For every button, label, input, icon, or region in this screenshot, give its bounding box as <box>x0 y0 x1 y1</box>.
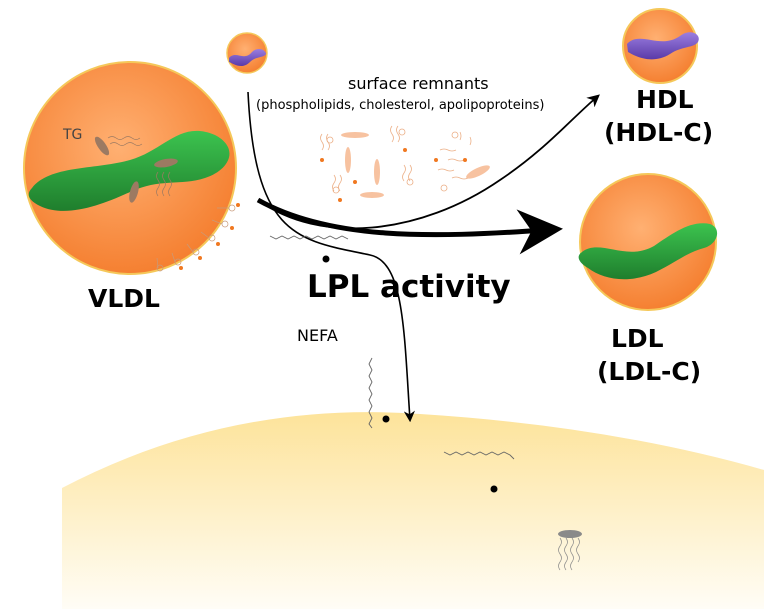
arrow-to-ldl <box>258 200 545 235</box>
vldl-particle: TG <box>24 62 240 274</box>
surface-remnants-title: surface remnants <box>348 74 489 93</box>
lpl-dot <box>323 256 330 263</box>
nascent-hdl-particle <box>227 33 267 73</box>
hdl-particle <box>623 9 699 83</box>
surface-remnant-molecules <box>321 126 492 198</box>
ldl-particle <box>579 174 717 310</box>
nefa-label: NEFA <box>297 326 338 345</box>
lpl-activity-label: LPL activity <box>307 269 511 305</box>
surface-remnants-detail: (phospholipids, cholesterol, apolipoprot… <box>256 98 544 113</box>
vldl-label: VLDL <box>88 284 160 313</box>
ldl-c-label: (LDL-C) <box>597 357 701 386</box>
tissue-surface <box>62 412 764 609</box>
arrow-to-hdl <box>258 96 598 228</box>
arrow-to-nefa <box>248 92 410 420</box>
ldl-label: LDL <box>611 324 664 353</box>
tg-label: TG <box>62 127 82 143</box>
hdl-c-label: (HDL-C) <box>604 118 713 147</box>
hdl-label: HDL <box>636 85 694 114</box>
